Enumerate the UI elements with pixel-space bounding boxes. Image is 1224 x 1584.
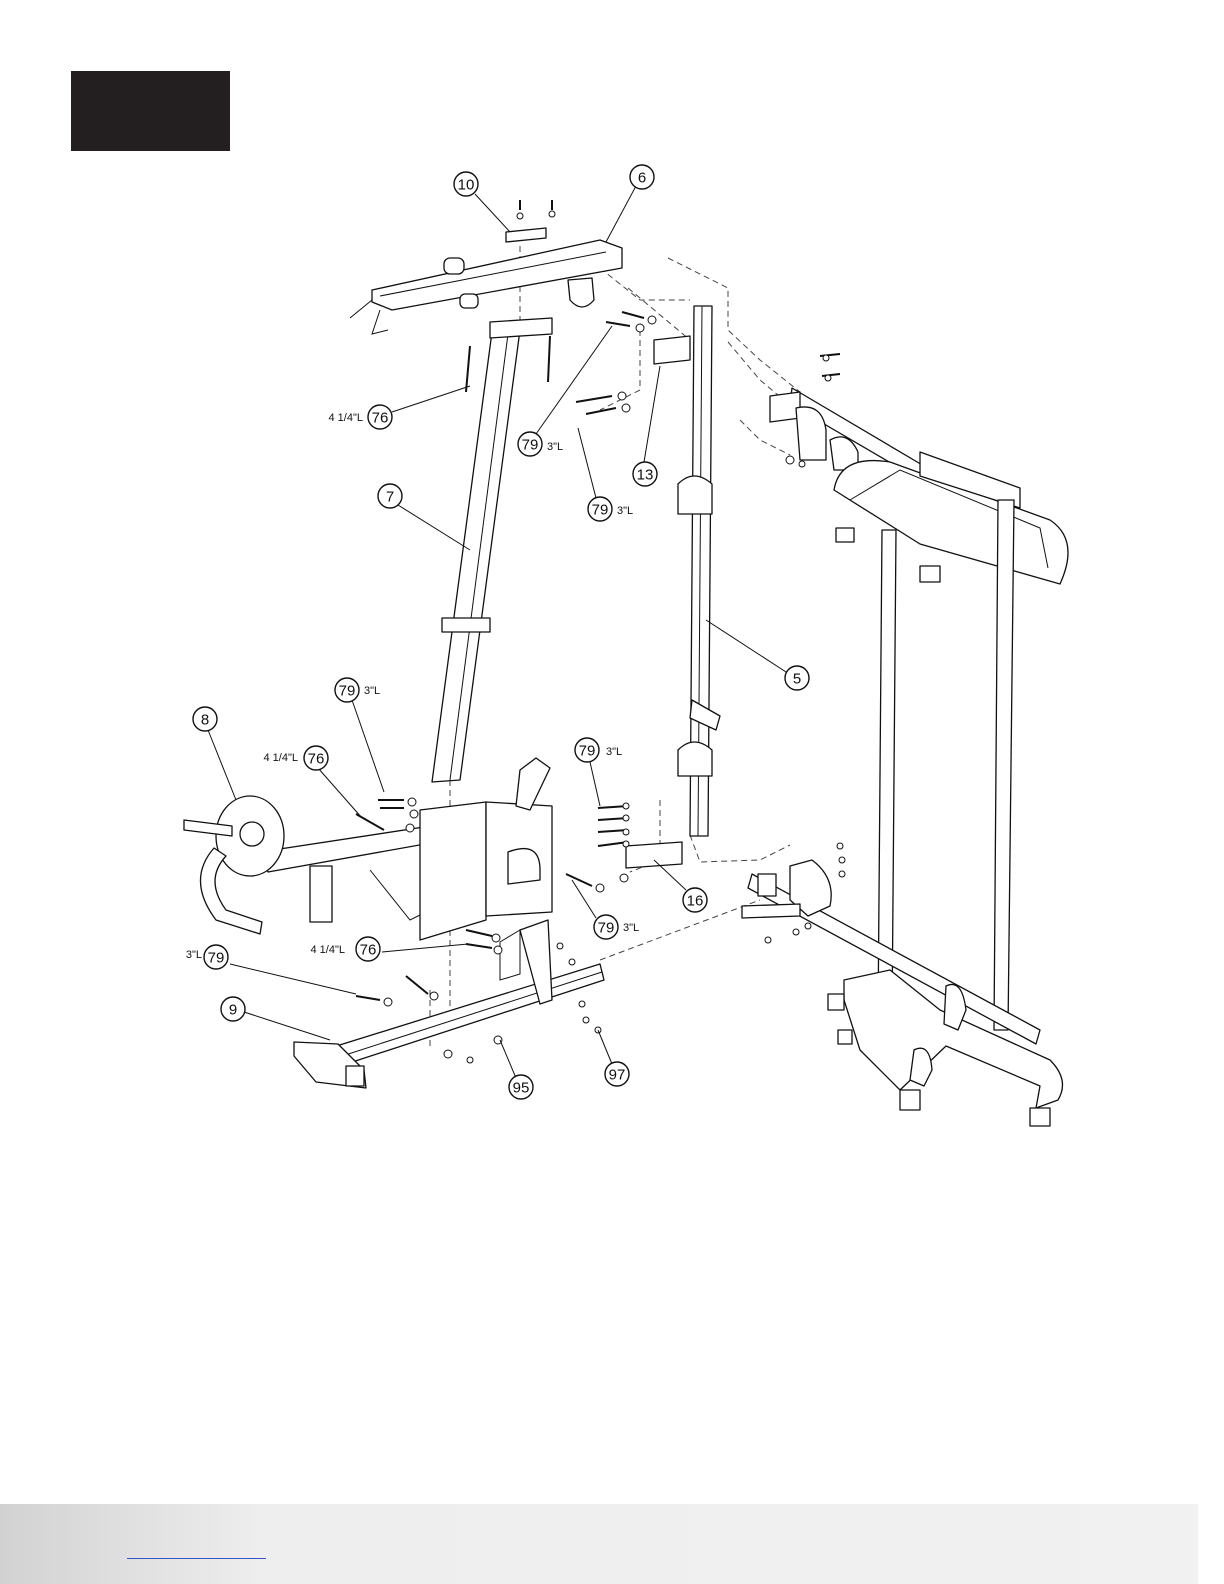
callout-79-e-number: 79 [598,920,615,937]
callout-79-a-number: 79 [522,437,539,454]
callout-7: 7 [378,484,402,508]
callout-79-f: 79 3"L [186,945,228,969]
callout-8-number: 8 [201,712,209,729]
callout-6-number: 6 [638,170,646,187]
callout-79-a: 79 3"L [518,432,563,456]
callout-79-e: 79 3"L [594,915,639,939]
callout-97: 97 [605,1062,629,1086]
top-boom-part-6 [350,228,622,334]
callout-79-d: 79 3"L [575,738,622,762]
callout-79-b-number: 79 [592,502,609,519]
callout-7-number: 7 [386,489,394,506]
callout-5-number: 5 [793,671,801,688]
callout-76-b-size: 4 1/4"L [264,752,299,764]
callout-10: 10 [454,172,478,196]
callout-8: 8 [193,707,217,731]
callout-95: 95 [509,1075,533,1099]
callout-76-b-number: 76 [308,751,325,768]
callout-76-a-size: 4 1/4"L [329,412,364,424]
callout-6: 6 [630,165,654,189]
callout-79-b-size: 3"L [617,505,633,517]
callout-16: 16 [683,888,707,912]
callout-79-c-number: 79 [339,683,356,700]
callout-76-c-size: 4 1/4"L [311,944,346,956]
footer-link-underline[interactable] [127,1558,266,1559]
callout-79-d-number: 79 [579,743,596,760]
callout-10-number: 10 [458,177,475,194]
callout-76-c-number: 76 [360,942,377,959]
callout-76-a-number: 76 [372,410,389,427]
callout-79-f-number: 79 [208,950,225,967]
callout-97-number: 97 [609,1067,626,1084]
callout-76-c: 76 4 1/4"L [311,937,381,961]
callout-79-e-size: 3"L [623,922,639,934]
callout-9-number: 9 [229,1002,237,1019]
callout-16-number: 16 [687,893,704,910]
callout-76-a: 76 4 1/4"L [329,405,393,429]
callout-95-number: 95 [513,1080,530,1097]
callout-79-c-size: 3"L [364,685,380,697]
callout-79-f-size: 3"L [186,949,202,961]
press-arm-part-8 [184,758,552,940]
callout-79-d-size: 3"L [606,746,622,758]
angled-upright-part-7 [432,318,552,782]
callout-13: 13 [633,462,657,486]
callout-9: 9 [221,997,245,1021]
callout-5: 5 [785,666,809,690]
callout-79-b: 79 3"L [588,497,633,521]
callout-76-b: 76 4 1/4"L [264,746,329,770]
callout-79-a-size: 3"L [547,441,563,453]
main-frame [742,388,1068,1126]
callout-79-c: 79 3"L [335,678,380,702]
page-footer-bar [0,1504,1198,1584]
callout-13-number: 13 [637,467,654,484]
